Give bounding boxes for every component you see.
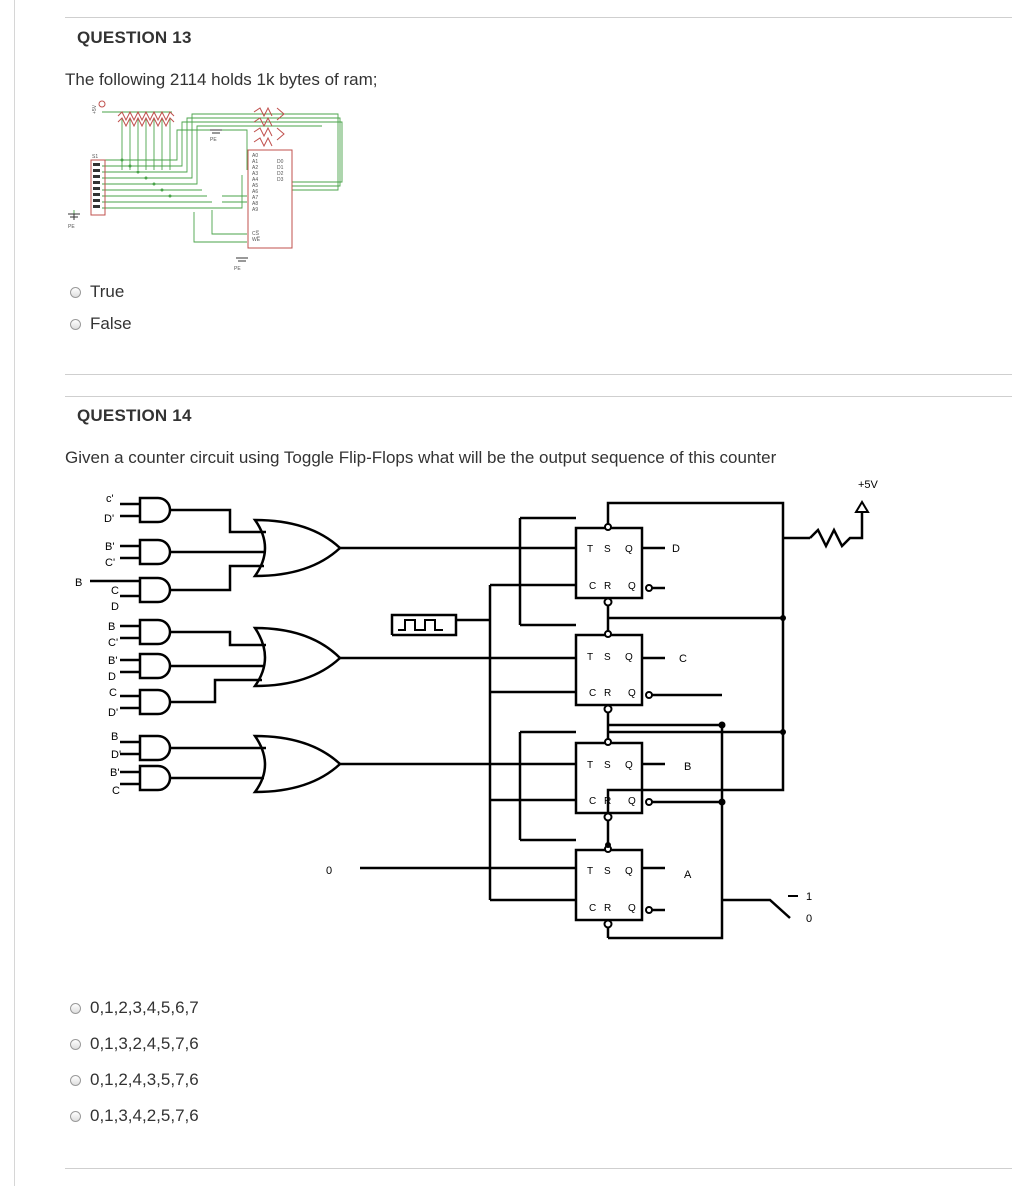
- chip-pin-a7: A7: [252, 195, 258, 201]
- switch-label: S1: [92, 154, 98, 160]
- input-label: c': [106, 493, 114, 505]
- ff-pin-t: T: [587, 544, 593, 555]
- bottom-divider: [65, 1168, 1012, 1169]
- chip-pin-a0: A0: [252, 153, 258, 159]
- ground-label-2: PE: [210, 137, 217, 143]
- ff-pin-r: R: [604, 688, 611, 699]
- option-label: 0,1,2,3,4,5,6,7: [90, 998, 199, 1017]
- ff-pin-r: R: [604, 796, 611, 807]
- ff-pin-t: T: [587, 652, 593, 663]
- q13-option-false[interactable]: False: [70, 314, 132, 334]
- input-label: B: [111, 731, 118, 743]
- ff-pin-r: R: [604, 903, 611, 914]
- ff-pin-q: Q: [625, 866, 633, 877]
- input-label: D': [108, 707, 118, 719]
- radio-button-icon[interactable]: [70, 286, 81, 298]
- output-label-c: C: [679, 653, 687, 665]
- chip-pin-a4: A4: [252, 177, 258, 183]
- divider: [65, 396, 1012, 397]
- ff-pin-qbar: Q: [628, 796, 636, 807]
- radio-button-icon[interactable]: [70, 1074, 81, 1086]
- radio-button-icon[interactable]: [70, 1038, 81, 1050]
- input-label: C': [108, 637, 118, 649]
- input-label: C: [111, 585, 119, 597]
- switch-label-0: 0: [806, 913, 812, 925]
- ff-pin-c: C: [589, 903, 596, 914]
- option-label: True: [90, 282, 125, 301]
- input-label-b: B: [75, 577, 82, 589]
- chip-pin-d3: D3: [277, 177, 284, 183]
- chip-pin-a6: A6: [252, 189, 258, 195]
- chip-pin-a3: A3: [252, 171, 258, 177]
- chip-pin-a9: A9: [252, 207, 258, 213]
- ground-label-3: PE: [234, 266, 241, 272]
- ff-pin-s: S: [604, 652, 611, 663]
- ff-pin-qbar: Q: [628, 581, 636, 592]
- input-label: D: [108, 671, 116, 683]
- chip-pin-a2: A2: [252, 165, 258, 171]
- ram-schematic: A0 A1 A2 A3 A4 A5 A6 A7 A8 A9 CS̅ WE̅ D0…: [68, 100, 343, 272]
- option-label: 0,1,3,2,4,5,7,6: [90, 1034, 199, 1053]
- radio-button-icon[interactable]: [70, 1002, 81, 1014]
- counter-circuit: c' D' B' C' C D B C' B' D C D' B D' B' C…: [75, 479, 879, 940]
- chip-pin-we: WE̅: [252, 236, 261, 243]
- input-label: C: [109, 687, 117, 699]
- radio-button-icon[interactable]: [70, 318, 81, 330]
- input-label: B': [105, 541, 114, 553]
- input-label: C': [105, 557, 115, 569]
- option-label: False: [90, 314, 132, 333]
- chip-pin-cs: CS̅: [252, 230, 260, 237]
- option-label: 0,1,3,4,2,5,7,6: [90, 1106, 199, 1125]
- input-label: B: [108, 621, 115, 633]
- q14-option-3[interactable]: 0,1,2,4,3,5,7,6: [70, 1070, 199, 1090]
- ff-pin-c: C: [589, 796, 596, 807]
- top-divider: [65, 17, 1012, 18]
- chip-pin-d0: D0: [277, 159, 284, 165]
- question-13-title: QUESTION 13: [77, 28, 192, 47]
- radio-button-icon[interactable]: [70, 1110, 81, 1122]
- q14-option-4[interactable]: 0,1,3,4,2,5,7,6: [70, 1106, 199, 1126]
- ff-pin-t: T: [587, 866, 593, 877]
- q13-option-true[interactable]: True: [70, 282, 124, 302]
- ground-label-1: PE: [68, 224, 75, 230]
- ff-pin-qbar: Q: [628, 903, 636, 914]
- ff-pin-q: Q: [625, 544, 633, 555]
- option-label: 0,1,2,4,3,5,7,6: [90, 1070, 199, 1089]
- question-13-text: The following 2114 holds 1k bytes of ram…: [65, 70, 378, 89]
- divider: [65, 374, 1012, 375]
- input-label: D': [111, 749, 121, 761]
- ff-pin-s: S: [604, 760, 611, 771]
- ff-pin-r: R: [604, 581, 611, 592]
- chip-pin-d2: D2: [277, 171, 284, 177]
- output-label-b: B: [684, 761, 691, 773]
- vcc-label: +5V: [858, 479, 879, 491]
- input-label: C: [112, 785, 120, 797]
- input-label: B': [110, 767, 119, 779]
- ff-pin-s: S: [604, 544, 611, 555]
- ff-pin-s: S: [604, 866, 611, 877]
- ff-pin-t: T: [587, 760, 593, 771]
- input-label: D: [111, 601, 119, 613]
- ff-pin-q: Q: [625, 760, 633, 771]
- output-label-d: D: [672, 543, 680, 555]
- left-border: [14, 0, 15, 1186]
- input-label: B': [108, 655, 117, 667]
- ff-pin-q: Q: [625, 652, 633, 663]
- input-label-zero: 0: [326, 865, 332, 877]
- ff-pin-qbar: Q: [628, 688, 636, 699]
- ff-pin-c: C: [589, 688, 596, 699]
- chip-pin-a8: A8: [252, 201, 258, 207]
- question-14-text: Given a counter circuit using Toggle Fli…: [65, 448, 777, 467]
- switch-label-1: 1: [806, 891, 812, 903]
- q14-option-1[interactable]: 0,1,2,3,4,5,6,7: [70, 998, 199, 1018]
- vcc-label: +5V: [92, 104, 98, 114]
- ff-pin-c: C: [589, 581, 596, 592]
- chip-pin-d1: D1: [277, 165, 284, 171]
- output-label-a: A: [684, 869, 692, 881]
- q14-option-2[interactable]: 0,1,3,2,4,5,7,6: [70, 1034, 199, 1054]
- question-14-title: QUESTION 14: [77, 406, 192, 425]
- chip-pin-a1: A1: [252, 159, 258, 165]
- chip-pin-a5: A5: [252, 183, 258, 189]
- input-label: D': [104, 513, 114, 525]
